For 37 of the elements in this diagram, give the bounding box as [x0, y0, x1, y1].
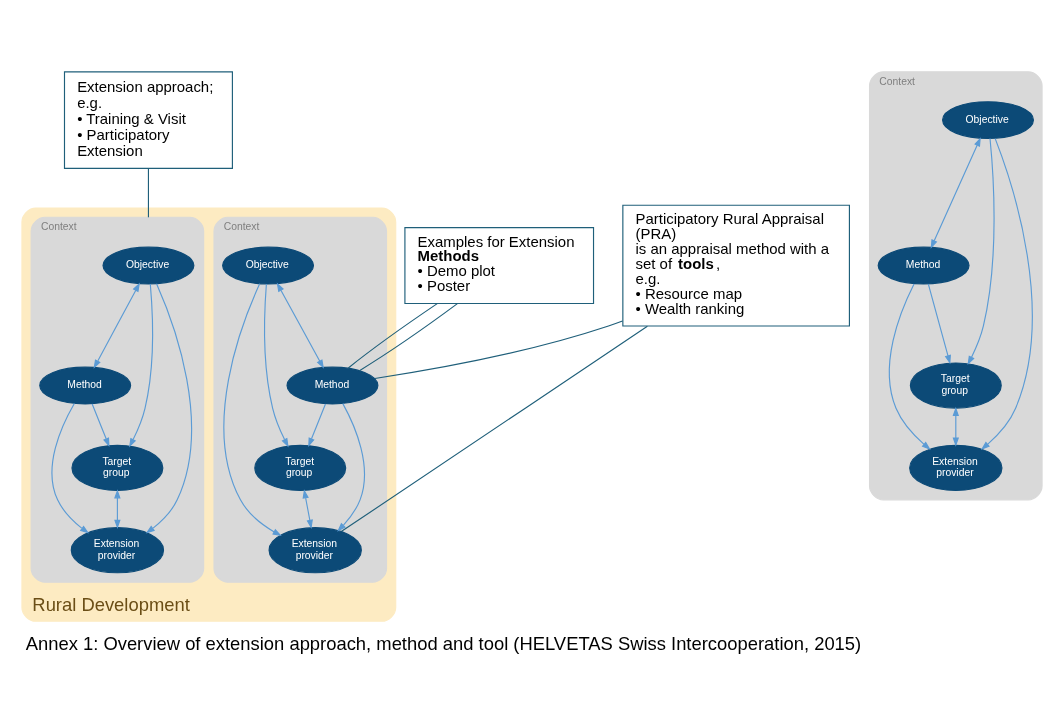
node-ellipse: Target group: [909, 361, 1002, 409]
node-box: Examples for Extension Methods • Demo plot • Poster: [404, 226, 595, 304]
arrow: [888, 282, 931, 450]
connector: [374, 319, 624, 379]
arrow: [927, 283, 951, 364]
arrow: [952, 406, 960, 447]
arrow: [93, 282, 140, 369]
arrow: [223, 282, 282, 536]
connector: [347, 302, 438, 368]
arrow: [302, 488, 313, 529]
arrow: [308, 403, 327, 447]
arrow: [264, 282, 289, 447]
node-box: Extension approach; e.g. • Training & Visit • Participatory Extension: [63, 70, 233, 169]
node-ellipse: Method: [286, 366, 379, 404]
arrow: [91, 403, 110, 447]
arrow: [980, 137, 1033, 450]
connector: [147, 167, 150, 218]
arrow: [145, 282, 192, 534]
arrow: [967, 137, 995, 365]
arrow: [276, 282, 324, 369]
arrow: [337, 402, 366, 532]
node-ellipse: Target group: [254, 444, 347, 491]
arrow: [114, 488, 121, 529]
node-ellipse: Method: [877, 246, 970, 285]
caption: Annex 1: Overview of extension approach, method and tool (HELVETAS Swiss Intercooperation, 2015): [25, 632, 862, 654]
node-box: Participatory Rural Appraisal (PRA) is an appraisal method with a set of tools, e.g. • Resource map • Wealth ranking: [622, 204, 850, 327]
node-ellipse: Objective: [942, 100, 1034, 139]
node-ellipse: Extension provider: [909, 444, 1003, 491]
node-ellipse: Method: [39, 366, 132, 404]
connector: [358, 302, 458, 371]
arrow: [51, 402, 90, 534]
connector: [341, 325, 648, 532]
node-ellipse: Target group: [71, 444, 164, 491]
node-ellipse: Objective: [102, 246, 195, 285]
arrow: [930, 136, 981, 249]
node-ellipse: Objective: [222, 246, 315, 285]
arrow: [129, 282, 154, 447]
